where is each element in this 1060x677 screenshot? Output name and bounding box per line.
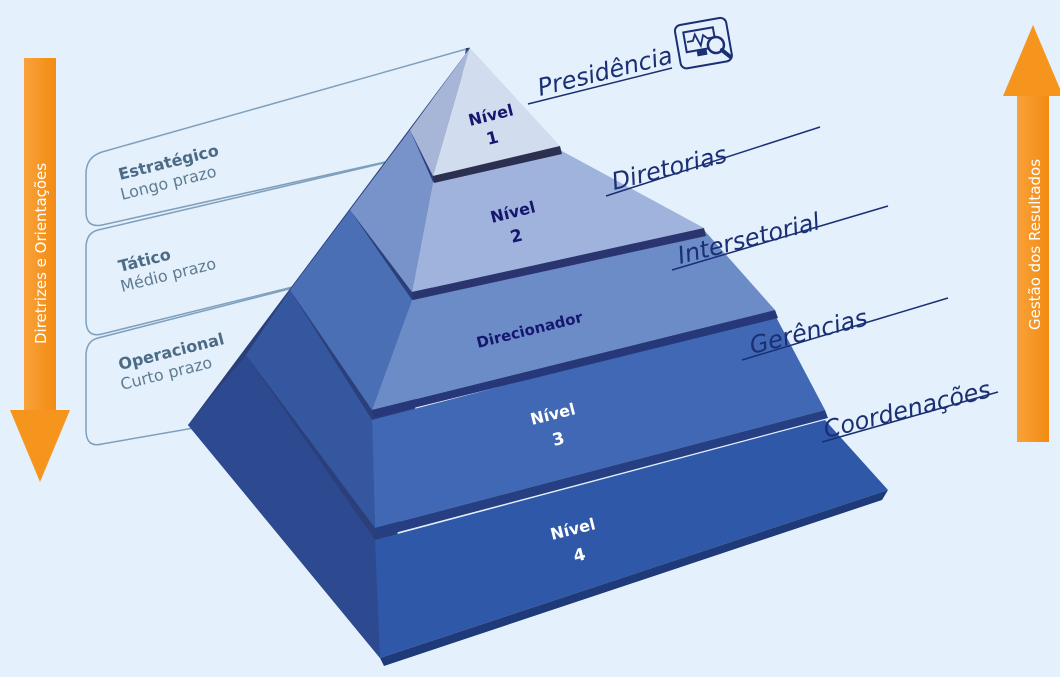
pyramid-level-direcionador — [290, 210, 778, 418]
level-2-line2: 2 — [508, 226, 524, 248]
bands-brackets — [85, 47, 471, 446]
label-intersetorial: Intersetorial — [675, 207, 823, 269]
pyramid-level-2 — [350, 130, 706, 300]
monitor-search-icon — [673, 16, 733, 70]
band-tatico: Tático Médio prazo — [116, 245, 218, 296]
pyramid-level-1 — [410, 48, 562, 183]
right-arrow-label: Gestão dos Resultados — [1026, 159, 1044, 330]
left-arrow: Diretrizes e Orientações — [10, 58, 70, 482]
band-estrategico: Estratégico Longo prazo — [116, 141, 220, 204]
band-operacional: Operacional Curto prazo — [116, 329, 226, 394]
level-1-line2: 1 — [484, 128, 500, 150]
pyramid: Nível 1 Nível 2 Direcionador Nível 3 Nív… — [188, 48, 888, 666]
pyramid-level-4 — [188, 355, 888, 666]
level-4-line2: 4 — [571, 545, 587, 567]
right-arrow: Gestão dos Resultados — [1003, 25, 1060, 442]
label-coordenacoes: Coordenações — [821, 375, 994, 444]
label-presidencia: Presidência — [535, 41, 676, 102]
left-arrow-label: Diretrizes e Orientações — [32, 163, 50, 344]
label-diretorias: Diretorias — [609, 140, 730, 196]
level-3-line2: 3 — [550, 429, 566, 451]
pyramid-level-3 — [246, 290, 828, 538]
